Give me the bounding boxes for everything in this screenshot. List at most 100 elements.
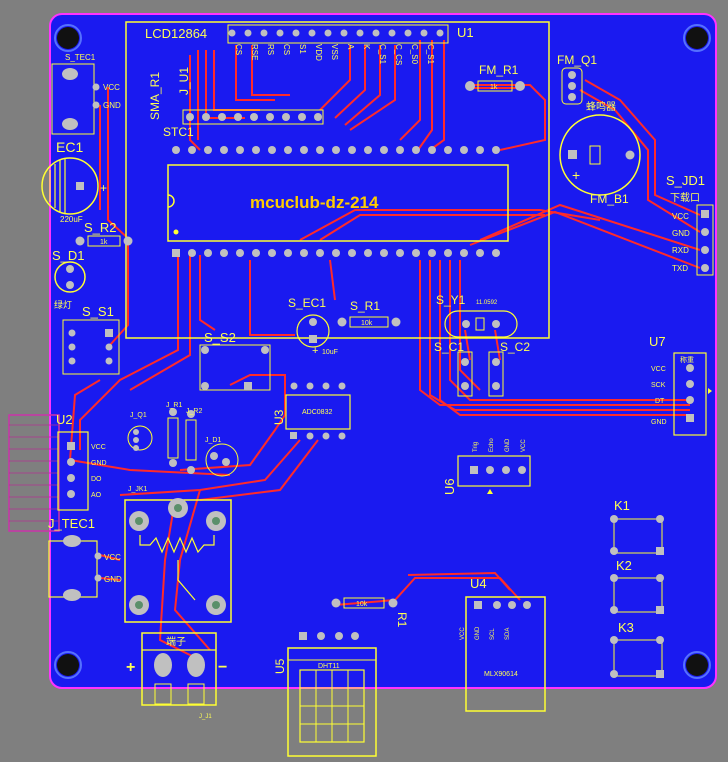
- label-u5: U5: [273, 658, 287, 674]
- label-ec1: EC1: [56, 139, 83, 155]
- lcd-pin-label: C_S1: [426, 44, 435, 65]
- label-u4-part: MLX90614: [484, 671, 518, 678]
- board-title: mcuclub-dz-214: [250, 193, 379, 212]
- lcd12864-footprint: [125, 21, 550, 339]
- u4-mlx-footprint: [465, 596, 546, 712]
- mounting-holes: [54, 24, 711, 679]
- label-u3: U3: [272, 409, 286, 425]
- label-fm-r1: FM_R1: [479, 63, 519, 77]
- lcd-pin-label: K: [362, 44, 371, 50]
- s-c2-capacitor: [488, 351, 504, 397]
- fm-q1-transistor: [561, 67, 583, 105]
- stc1-bottom-pads: [172, 249, 500, 257]
- label-u4: U4: [470, 576, 487, 591]
- j-jk1-relay: [124, 498, 232, 623]
- u7-pin-label: GND: [651, 419, 667, 426]
- label-k1: K1: [614, 498, 630, 513]
- label-k2: K2: [616, 558, 632, 573]
- ec1-capacitor: [41, 157, 99, 215]
- u6-pin-label: VCC: [521, 439, 527, 452]
- j-j1-terminal: [141, 632, 217, 706]
- lcd-pin-label: C_S1: [378, 44, 387, 65]
- label-s-c2: S_C2: [500, 340, 530, 354]
- label-s-s1: S_S1: [82, 304, 114, 319]
- r1-resistor: [331, 597, 398, 609]
- label-r1: R1: [395, 612, 409, 628]
- k2-switch: [610, 574, 664, 614]
- u2-pin-label: DO: [91, 476, 102, 483]
- label-s-r2-val: 1k: [100, 239, 108, 246]
- label-u6: U6: [442, 478, 457, 495]
- j-tec1-pin-vcc: VCC: [104, 553, 121, 562]
- label-j-u1: J_U1: [177, 67, 191, 95]
- lcd-pin-label: C_S0: [410, 44, 419, 65]
- j-r2-resistor: [185, 410, 197, 474]
- s-jd1-pin-label: VCC: [672, 212, 689, 221]
- label-s-d1: S_D1: [52, 248, 85, 263]
- u4-pin-label: VCC: [460, 627, 466, 640]
- s-jd1-header: [696, 204, 714, 276]
- label-s-r1-value: 10k: [361, 320, 373, 327]
- terminal-minus-mark: −: [218, 659, 227, 676]
- lcd-pin-label: C_CS: [394, 44, 403, 65]
- label-fm-r1-val: 1k: [490, 84, 498, 91]
- label-j-j1: J_J1: [199, 714, 212, 720]
- label-k3: K3: [618, 620, 634, 635]
- s-s2-switch: [199, 344, 271, 391]
- u6-pin-label: Trig: [473, 442, 479, 452]
- fm-b1-plus-mark: +: [572, 167, 580, 183]
- s-jd1-pin-label: TXD: [672, 264, 688, 273]
- label-fm-b1-cn: 蜂鸣器: [586, 100, 616, 113]
- u2-connector-hatch: [9, 424, 59, 522]
- label-j-r1: J_R1: [166, 402, 182, 409]
- label-u2: U2: [56, 412, 73, 427]
- u7-module-footprint: [673, 352, 712, 436]
- stc1-mcu-footprint: [167, 164, 509, 242]
- lcd-pin-labels: CS RSE RS CS S1 VDD VSS A K C_S1 C_CS C_…: [234, 44, 435, 65]
- label-s-ec1: S_EC1: [288, 296, 326, 310]
- s-tec1-pin-gnd: GND: [103, 101, 121, 110]
- s-ec1-capacitor: [296, 314, 330, 348]
- fm-r1-resistor: [465, 80, 525, 92]
- fm-b1-buzzer: [559, 114, 641, 196]
- label-s-ec1-value: 10uF: [322, 349, 338, 356]
- label-ec1-value: 220uF: [60, 215, 83, 224]
- u2-pin-label: GND: [91, 460, 107, 467]
- lcd-pin-label: A: [346, 44, 355, 50]
- s-r2-resistor: [75, 235, 133, 247]
- s-ec1-plus-mark: +: [312, 345, 318, 357]
- label-u1: U1: [457, 25, 474, 40]
- u7-pin-label: SCK: [651, 382, 666, 389]
- j-r1-resistor: [167, 408, 179, 467]
- s-s1-switch: [62, 319, 120, 375]
- s-c1-capacitor: [457, 351, 473, 397]
- lcd-pin-label: VDD: [314, 44, 323, 61]
- s-jd1-pin-label: RXD: [672, 246, 689, 255]
- j-d1-led: [205, 443, 239, 477]
- terminal-plus-mark: +: [126, 659, 135, 676]
- u7-pin-label: VCC: [651, 366, 666, 373]
- s-d1-led: [54, 261, 86, 293]
- label-j-jk1: J_JK1: [128, 486, 148, 493]
- label-fm-b1: FM_B1: [590, 192, 629, 206]
- u4-pin-label: SDA: [505, 628, 511, 640]
- s-jd1-pin-label: GND: [672, 229, 690, 238]
- label-s-s2: S_S2: [204, 330, 236, 345]
- label-s-jd1-cn: 下载口: [670, 192, 700, 204]
- u2-pin-label: VCC: [91, 444, 106, 451]
- ec1-plus-mark: +: [100, 181, 107, 195]
- stc1-top-pads: [172, 146, 500, 154]
- u3-adc-footprint: [285, 382, 351, 440]
- label-s-y1-value: 11.0592: [476, 300, 498, 306]
- j-tec1-pin-gnd: GND: [104, 575, 122, 584]
- label-terminal-cn: 端子: [166, 635, 186, 648]
- u4-pin-label: SCL: [490, 628, 496, 640]
- lcd-pin-label: VSS: [330, 44, 339, 60]
- u6-pin-label: Echo: [489, 438, 495, 452]
- j-q1-transistor: [127, 425, 153, 451]
- label-s-d1-cn: 绿灯: [54, 299, 72, 310]
- lcd-pin-label: RS: [266, 44, 275, 55]
- j-u1-header: [182, 109, 324, 125]
